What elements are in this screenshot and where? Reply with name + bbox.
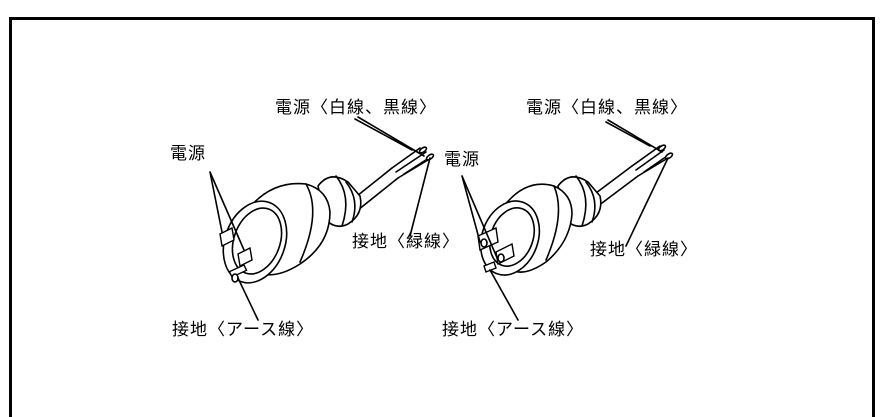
right-plug bbox=[477, 144, 674, 276]
right-power-wires-label: 電源〈白線、黒線〉 bbox=[526, 98, 688, 118]
right-ground-earth-label: 接地〈アース線〉 bbox=[442, 320, 585, 340]
right-ground-pin bbox=[483, 261, 497, 273]
left-power-label: 電源 bbox=[170, 144, 206, 164]
left-plug bbox=[219, 146, 435, 284]
right-cable bbox=[591, 165, 639, 207]
right-wire-ends bbox=[631, 145, 671, 177]
right-ground-green-label: 接地〈緑線〉 bbox=[590, 240, 698, 260]
left-blade-1 bbox=[219, 226, 235, 248]
figure-frame bbox=[9, 17, 875, 417]
left-power-wires-label: 電源〈白線、黒線〉 bbox=[275, 98, 437, 118]
left-ground-green-label: 接地〈緑線〉 bbox=[352, 232, 460, 252]
left-wire-ends bbox=[391, 147, 433, 179]
left-ground-earth-label: 接地〈アース線〉 bbox=[172, 320, 315, 340]
leader-lines bbox=[209, 116, 669, 321]
right-power-label: 電源 bbox=[444, 150, 480, 170]
